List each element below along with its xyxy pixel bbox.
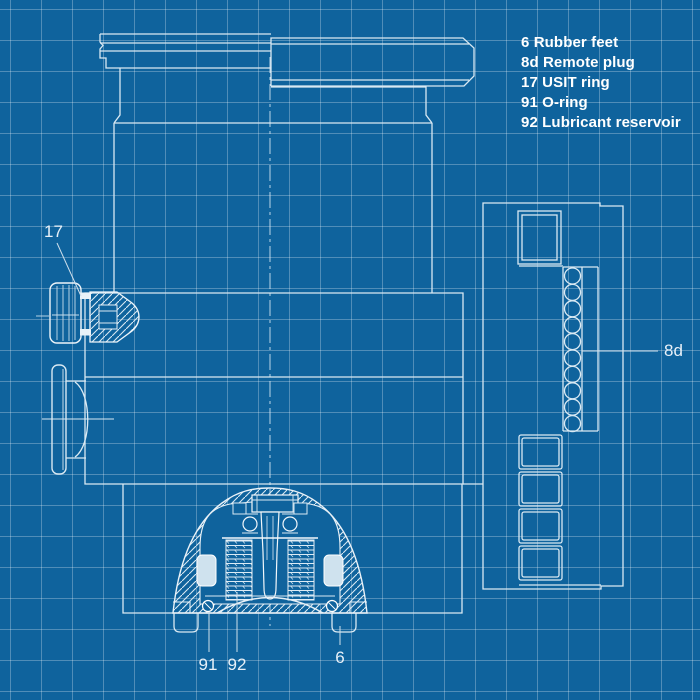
fitting-knurled-head	[49, 282, 82, 344]
legend-item-lubricant-reservoir: 92 Lubricant reservoir	[521, 114, 681, 131]
bearing-ball-right	[282, 516, 298, 532]
side-port-flange	[42, 364, 114, 475]
spring-stack-right	[287, 539, 315, 601]
body-cylinder	[113, 122, 433, 293]
usit-ring-bottom	[80, 329, 91, 336]
callout-label-8d: 8d	[664, 341, 683, 360]
callout-label-6: 6	[335, 648, 345, 667]
callout-label-92: 92	[227, 655, 247, 674]
rotor-shaft-tip	[260, 511, 280, 600]
leader-17	[56, 242, 82, 297]
dome-bottom-arch	[216, 596, 324, 614]
shaft-nut	[251, 494, 299, 513]
flange-left-profile	[99, 34, 120, 69]
spring-stack-left	[225, 539, 253, 601]
inlet-flange	[99, 33, 271, 124]
relay-squares	[518, 434, 563, 581]
bearing-dome-section	[172, 487, 368, 614]
usit-ring-top	[80, 292, 91, 299]
lubricant-reservoir-right	[323, 554, 344, 587]
contact-pin-strip	[562, 266, 599, 433]
connector-socket	[517, 210, 562, 265]
legend-item-rubber-feet: 6 Rubber feet	[521, 34, 619, 51]
bearing-ball-left	[242, 516, 258, 532]
rubber-foot-right	[331, 613, 357, 633]
parts-legend: 6 Rubber feet 8d Remote plug 17 USIT rin…	[521, 33, 681, 133]
o-ring-seals	[201, 599, 339, 613]
legend-item-usit-ring: 17 USIT ring	[521, 74, 610, 91]
mid-housing	[84, 292, 483, 485]
top-plate	[270, 37, 475, 124]
callout-label-91: 91	[198, 655, 218, 674]
lubricant-reservoir-left	[196, 554, 217, 587]
legend-item-remote-plug: 8d Remote plug	[521, 54, 635, 71]
callout-leader-lines	[56, 242, 658, 652]
legend-item-o-ring: 91 O-ring	[521, 94, 588, 111]
remote-plug-panel	[482, 202, 624, 590]
rubber-foot-left	[173, 613, 199, 633]
callout-label-17: 17	[44, 222, 63, 241]
usit-fitting	[36, 282, 140, 344]
